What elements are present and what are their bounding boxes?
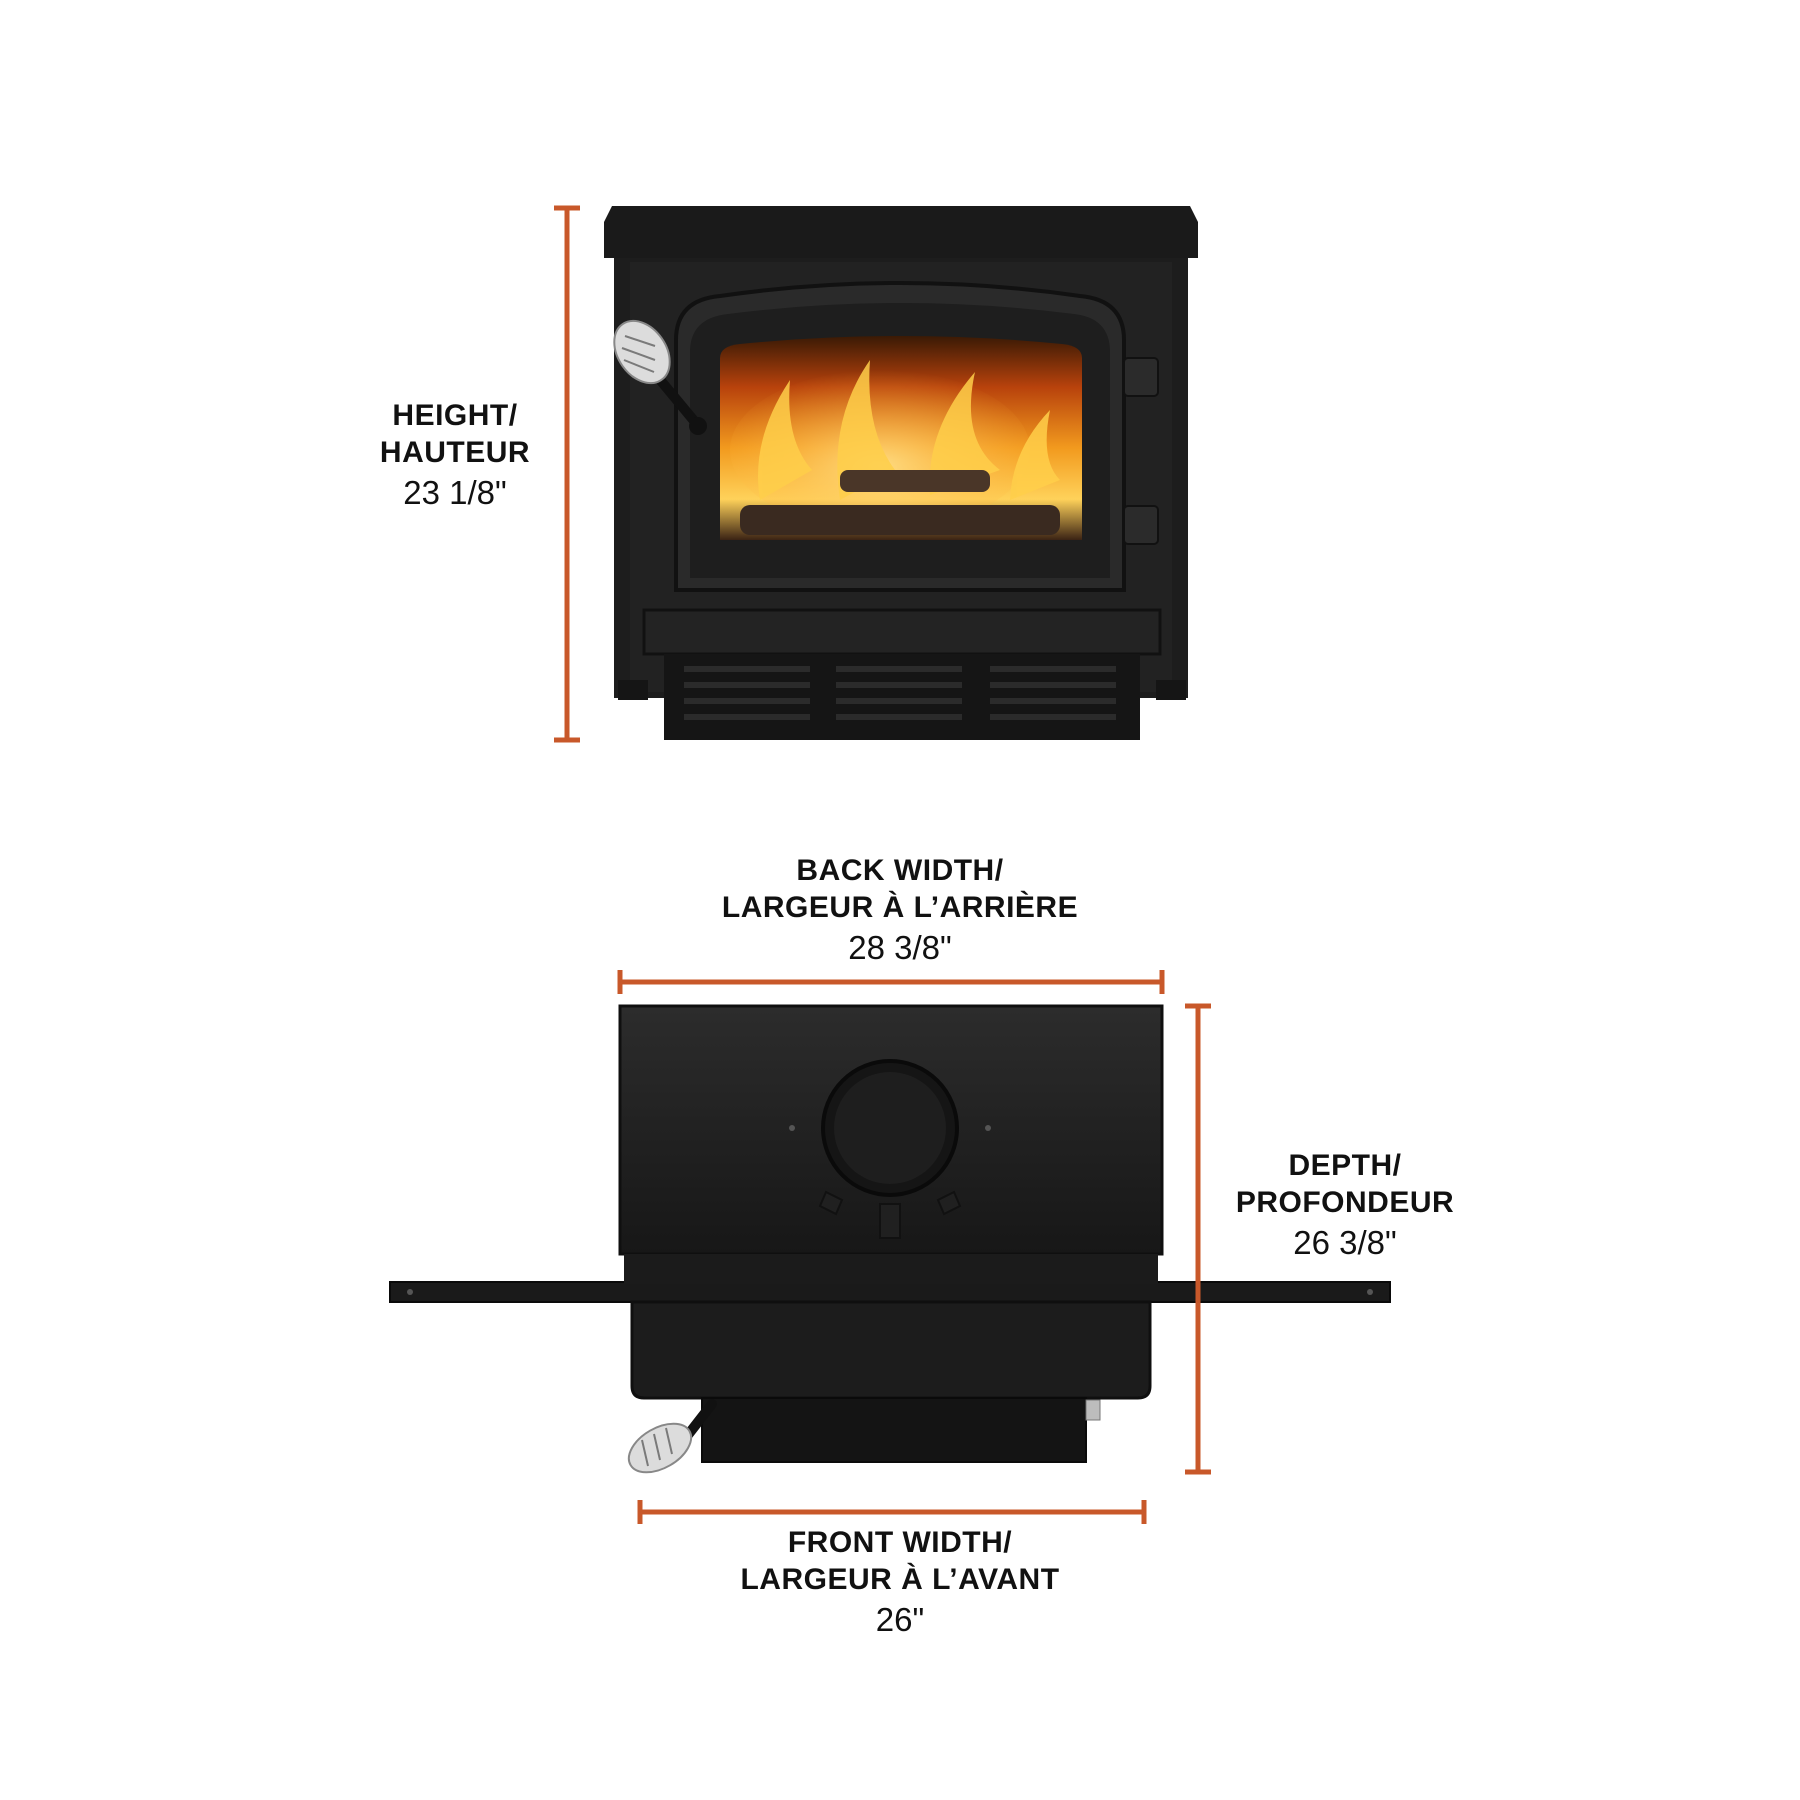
front-width-dimension-line (637, 1500, 1147, 1524)
spring-handle-icon (627, 1422, 693, 1474)
front-width-label-line2: LARGEUR À L’AVANT (740, 1562, 1060, 1596)
wood-stove-front-icon (604, 206, 1198, 740)
spring-handle-icon (613, 319, 671, 385)
back-width-dimension-line (617, 970, 1165, 994)
depth-dimension-line (1185, 1003, 1211, 1475)
depth-label-line1: DEPTH/ (1288, 1149, 1402, 1182)
back-width-label-line2: LARGEUR À L’ARRIÈRE (721, 890, 1079, 924)
front-width-label: FRONT WIDTH/ LARGEUR À L’AVANT 26" (660, 1525, 1140, 1640)
height-dimension-line (554, 205, 580, 743)
depth-label-line2: PROFONDEUR (1235, 1185, 1455, 1219)
back-width-value: 28 3/8" (848, 929, 952, 967)
depth-label: DEPTH/ PROFONDEUR 26 3/8" (1180, 1148, 1510, 1263)
wood-stove-top-icon (389, 1004, 1391, 1474)
dimension-lines (554, 205, 1211, 1524)
front-width-value: 26" (875, 1601, 925, 1639)
back-width-label-line1: BACK WIDTH/ (796, 854, 1004, 887)
front-width-label-line1: FRONT WIDTH/ (787, 1526, 1013, 1559)
depth-value: 26 3/8" (1293, 1224, 1397, 1262)
height-label-line2: HAUTEUR (379, 435, 531, 469)
height-label-line1: HEIGHT/ (392, 399, 518, 432)
height-label: HEIGHT/ HAUTEUR 23 1/8" (350, 398, 560, 513)
back-width-label: BACK WIDTH/ LARGEUR À L’ARRIÈRE 28 3/8" (660, 853, 1140, 968)
height-value: 23 1/8" (403, 474, 507, 512)
